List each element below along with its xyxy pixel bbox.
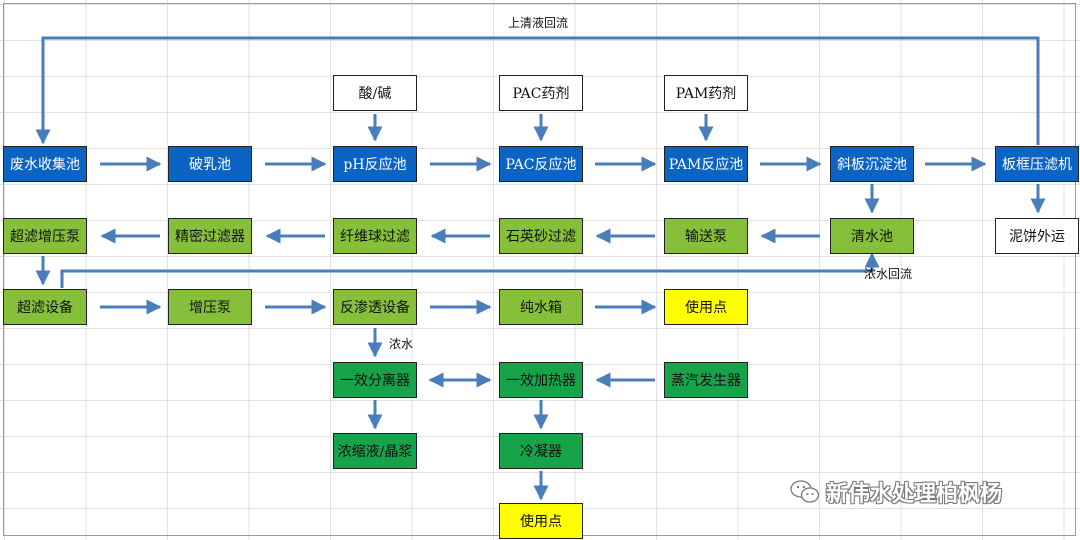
node-quartz-sand-filter: 石英砂过滤 [499, 218, 583, 254]
watermark: 新伟水处理柏枫杨 [790, 476, 1002, 508]
watermark-text: 新伟水处理柏枫杨 [826, 482, 1003, 507]
node-condenser: 冷凝器 [499, 433, 583, 469]
node-transfer-pump: 输送泵 [664, 218, 748, 254]
concentrate-return-label: 浓水回流 [864, 267, 913, 281]
node-demulsify-tank: 破乳池 [168, 146, 252, 182]
node-wastewater-tank: 废水收集池 [3, 146, 87, 182]
node-pac-agent: PAC药剂 [499, 75, 583, 111]
concentrate-label: 浓水 [389, 337, 414, 351]
node-fiber-ball-filter: 纤维球过滤 [333, 218, 417, 254]
node-pure-water-tank: 纯水箱 [499, 289, 583, 325]
node-booster-pump: 增压泵 [168, 289, 252, 325]
wechat-icon [790, 480, 820, 503]
concentrate-return-line [60, 252, 880, 288]
node-use-point-1: 使用点 [664, 289, 748, 325]
node-sludge-out: 泥饼外运 [995, 218, 1079, 254]
supernatant-return-line [35, 36, 1040, 145]
node-pam-tank: PAM反应池 [664, 146, 748, 182]
node-inclined-settler: 斜板沉淀池 [830, 146, 914, 182]
node-clear-water-tank: 清水池 [830, 218, 914, 254]
node-filter-press: 板框压滤机 [995, 146, 1079, 182]
node-acid-base: 酸/碱 [333, 75, 417, 111]
node-ro-device: 反渗透设备 [333, 289, 417, 325]
node-pam-agent: PAM药剂 [664, 75, 748, 111]
node-uf-device: 超滤设备 [3, 289, 87, 325]
node-separator: 一效分离器 [333, 362, 417, 398]
node-heater: 一效加热器 [499, 362, 583, 398]
supernatant-return-label: 上清液回流 [508, 16, 569, 30]
node-steam-generator: 蒸汽发生器 [664, 362, 748, 398]
node-use-point-2: 使用点 [499, 503, 583, 539]
node-ph-tank: pH反应池 [333, 146, 417, 182]
node-precision-filter: 精密过滤器 [168, 218, 252, 254]
node-uf-booster-pump: 超滤增压泵 [3, 218, 87, 254]
node-pac-tank: PAC反应池 [499, 146, 583, 182]
node-concentrate-slurry: 浓缩液/晶浆 [333, 433, 417, 469]
